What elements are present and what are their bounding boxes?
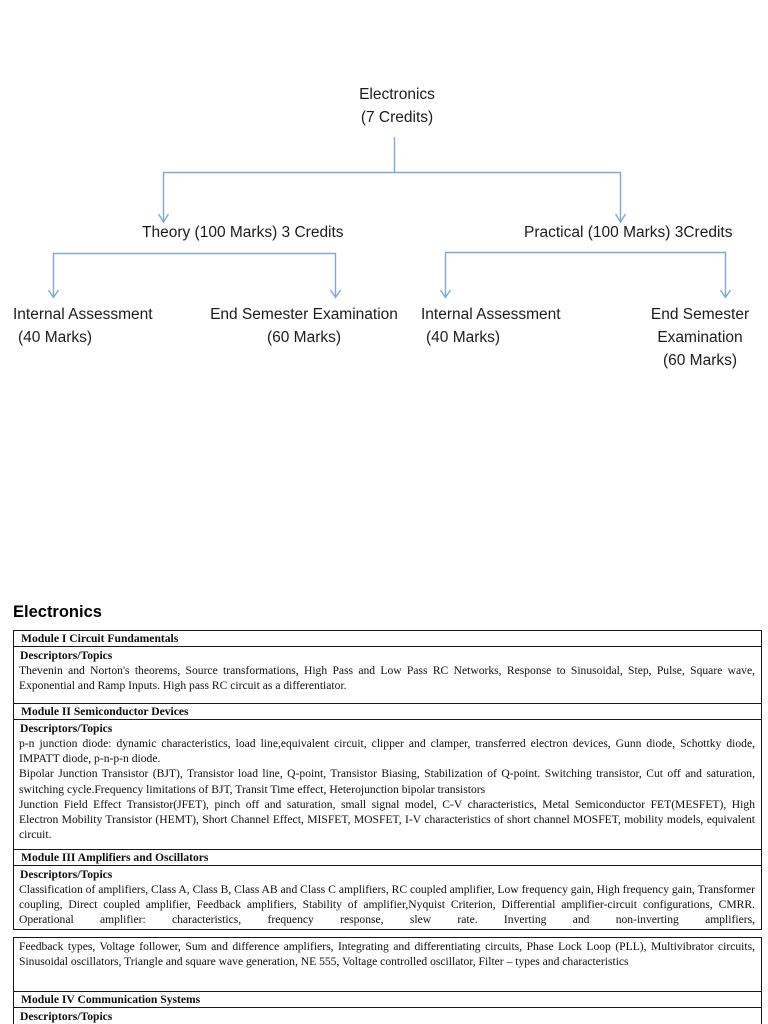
module-1-topics-text: Thevenin and Norton's theorems, Source t… — [19, 664, 755, 693]
practical-endsem-line3: (60 Marks) — [662, 352, 738, 369]
syllabus-table-continued: Feedback types, Voltage follower, Sum an… — [13, 937, 762, 1024]
section-heading: Electronics — [13, 603, 102, 621]
module-4-topics-cell: Descriptors/Topics — [13, 1007, 762, 1024]
descriptors-label: Descriptors/Topics — [20, 868, 113, 881]
module-2-topics-cell: Descriptors/Topics p-n junction diode: d… — [13, 719, 762, 850]
theory-endsem-line1: End Semester Examination — [210, 306, 398, 323]
flowchart-connectors — [47, 137, 732, 299]
root-credits: (7 Credits) — [360, 109, 434, 126]
descriptors-label: Descriptors/Topics — [20, 722, 113, 735]
theory-internal-line1: Internal Assessment — [13, 306, 153, 323]
arrowhead-theory — [157, 213, 170, 224]
practical-endsem-node: End Semester Examination (60 Marks) — [639, 303, 761, 372]
module-2-topics-text-3: Junction Field Effect Transistor(JFET), … — [19, 797, 755, 842]
module-1-topics-cell: Descriptors/Topics Thevenin and Norton's… — [13, 646, 762, 704]
practical-internal-line2: (40 Marks) — [426, 329, 501, 346]
module-4-title: Module IV Communication Systems — [13, 991, 762, 1008]
practical-endsem-line1: End Semester — [650, 306, 750, 323]
module-2-topics-text-2: Bipolar Junction Transistor (BJT), Trans… — [19, 767, 755, 796]
flowchart-root-node: Electronics (7 Credits) — [297, 83, 497, 129]
table-row-module-3-overflow: Feedback types, Voltage follower, Sum an… — [13, 937, 762, 992]
module-3-title: Module III Amplifiers and Oscillators — [13, 849, 762, 866]
descriptors-label: Descriptors/Topics — [20, 649, 113, 662]
descriptors-label: Descriptors/Topics — [20, 1010, 113, 1023]
theory-internal-line2: (40 Marks) — [18, 329, 93, 346]
root-title: Electronics — [359, 86, 435, 103]
module-1-title: Module I Circuit Fundamentals — [13, 630, 762, 647]
connector-theory-bracket — [52, 252, 337, 296]
module-3-overflow-cell: Feedback types, Voltage follower, Sum an… — [13, 937, 762, 992]
table-row-module-1: Module I Circuit Fundamentals — [13, 630, 762, 647]
arrowhead-practical-endsem — [719, 289, 732, 299]
module-3-topics-cell: Descriptors/Topics Classification of amp… — [13, 865, 762, 930]
arrowhead-theory-endsem — [329, 289, 342, 299]
arrowhead-practical — [614, 213, 627, 224]
theory-endsem-node: End Semester Examination (60 Marks) — [194, 303, 414, 349]
connector-practical-bracket — [444, 251, 727, 296]
module-2-topics-text-1: p-n junction diode: dynamic characterist… — [19, 737, 755, 766]
table-row-module-4-topics: Descriptors/Topics — [13, 1007, 762, 1024]
flowchart-practical-node: Practical (100 Marks) 3Credits — [524, 224, 733, 241]
arrowhead-theory-internal — [47, 289, 60, 299]
theory-endsem-line2: (60 Marks) — [266, 329, 342, 346]
table-row-module-3-topics: Descriptors/Topics Classification of amp… — [13, 865, 762, 930]
practical-endsem-line2: Examination — [657, 329, 743, 346]
table-row-module-3: Module III Amplifiers and Oscillators — [13, 849, 762, 866]
table-row-module-2: Module II Semiconductor Devices — [13, 703, 762, 720]
table-row-module-1-topics: Descriptors/Topics Thevenin and Norton's… — [13, 646, 762, 704]
module-3-topics-text: Classification of amplifiers, Class A, C… — [19, 883, 755, 927]
connector-top-bracket — [162, 171, 622, 221]
table-row-module-4: Module IV Communication Systems — [13, 991, 762, 1008]
flowchart-theory-node: Theory (100 Marks) 3 Credits — [142, 224, 344, 241]
module-2-title: Module II Semiconductor Devices — [13, 703, 762, 720]
syllabus-table: Module I Circuit Fundamentals Descriptor… — [13, 630, 762, 930]
arrowhead-practical-internal — [439, 289, 452, 299]
practical-internal-line1: Internal Assessment — [421, 306, 561, 323]
table-row-module-2-topics: Descriptors/Topics p-n junction diode: d… — [13, 719, 762, 850]
module-3-overflow-text: Feedback types, Voltage follower, Sum an… — [19, 940, 755, 969]
